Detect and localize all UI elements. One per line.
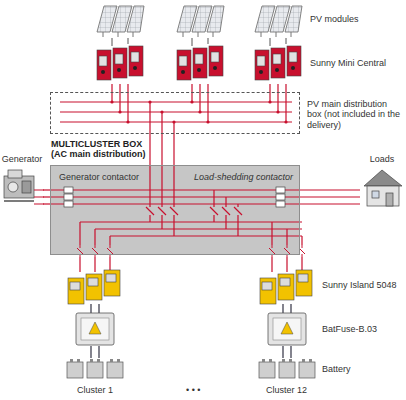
- batfuse-icons: [76, 313, 306, 345]
- power-wire: [43, 190, 50, 204]
- part-label: • • •: [186, 385, 200, 395]
- node-label: Generator: [1, 154, 43, 164]
- distribution-box: PV main distribution box (not included i…: [50, 92, 300, 134]
- ac-distribution-box: MULTICLUSTER BOX (AC main distribution)G…: [50, 165, 300, 255]
- generator-stubs: [34, 190, 44, 204]
- wire-line: [300, 189, 360, 190]
- power-wire: [150, 134, 174, 165]
- wire-line: [43, 203, 50, 204]
- battery-icons: [67, 359, 315, 378]
- wire-line: [161, 134, 162, 165]
- part-label: BatFuse-B.03: [322, 324, 377, 334]
- contactor-symbols: [64, 187, 285, 207]
- part-label: Cluster 12: [266, 385, 307, 395]
- junction-dots: [110, 100, 287, 123]
- part-label: Cluster 1: [77, 385, 113, 395]
- node-label: Load-shedding contactor: [183, 172, 293, 182]
- inverter-icons: [97, 46, 301, 80]
- wire-line: [149, 134, 150, 165]
- module-leads: [112, 38, 286, 46]
- wire-line: [43, 196, 50, 197]
- node-label: PV main distribution box (not included i…: [307, 99, 403, 130]
- node-label: Generator contactor: [59, 172, 159, 182]
- house-icon: [364, 170, 402, 206]
- wire-line: [173, 134, 174, 165]
- dc-wires: [91, 304, 291, 358]
- device-node: Loads: [360, 154, 404, 208]
- generator-icon: [4, 170, 34, 201]
- pv-module-icons: [97, 6, 302, 37]
- ac-distribution-ground: [50, 165, 300, 255]
- power-wire: [300, 190, 360, 204]
- node-label: MULTICLUSTER BOX (AC main distribution): [51, 139, 147, 160]
- device-node: Generator: [1, 154, 43, 206]
- part-label: PV modules: [310, 14, 359, 24]
- node-label: Loads: [360, 154, 404, 164]
- wire-line: [300, 196, 360, 197]
- part-label: Sunny Mini Central: [310, 58, 386, 68]
- part-label: Sunny Island 5048: [322, 280, 397, 290]
- wire-line: [43, 189, 50, 190]
- sunny-island-icons: [68, 270, 312, 304]
- ac-bus-wires: [50, 165, 302, 272]
- part-label: Battery: [322, 364, 351, 374]
- breaker-symbols: [77, 245, 305, 257]
- wire-line: [300, 203, 360, 204]
